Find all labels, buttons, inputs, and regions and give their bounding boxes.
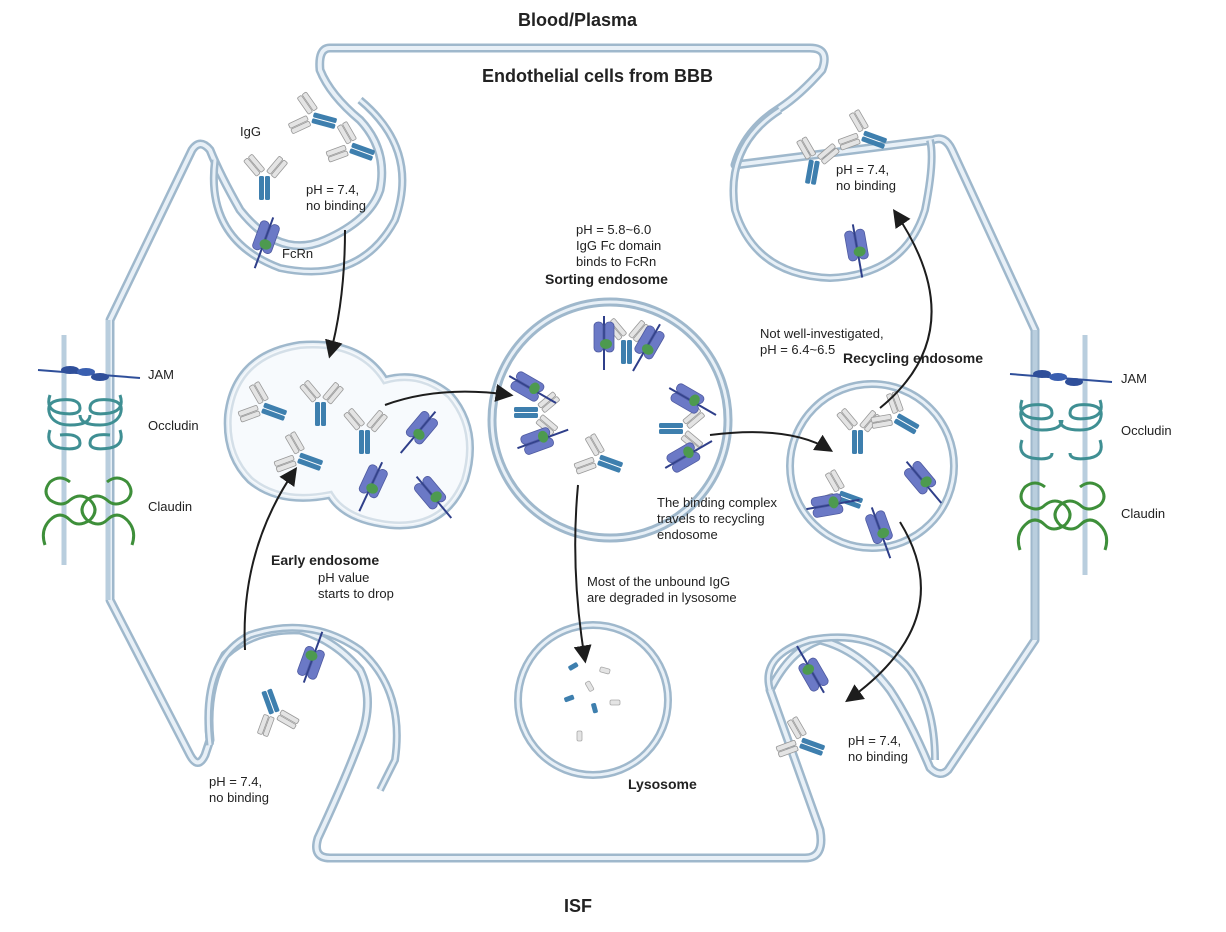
- jam-protein-left: [37, 366, 141, 381]
- label-sorting-note: pH = 5.8~6.0 IgG Fc domain binds to FcRn: [576, 222, 662, 269]
- pathway-arrows: [243, 209, 933, 703]
- label-fcrn: FcRn: [282, 246, 314, 261]
- arrow-bottom-to-early: [243, 467, 298, 651]
- title-endothelial-cells: Endothelial cells from BBB: [482, 66, 714, 86]
- arrow-recycling-to-top: [879, 209, 933, 409]
- occludin-protein-right: [1019, 399, 1103, 461]
- title-blood-plasma: Blood/Plasma: [518, 10, 638, 30]
- label-jam-right: JAM: [1121, 371, 1147, 386]
- arrow-early-to-sorting: [384, 384, 514, 406]
- title-isf: ISF: [564, 896, 593, 916]
- tight-junction-right: [1009, 330, 1113, 640]
- sorting-endosome-shape: [487, 297, 733, 543]
- label-travel-note: The binding complex travels to recycling…: [657, 495, 777, 542]
- arrow-to-early-endosome: [325, 229, 346, 359]
- lysosome-shape: [514, 621, 672, 779]
- label-recycling-endosome: Recycling endosome: [843, 350, 984, 366]
- label-ph-top-right: pH = 7.4, no binding: [836, 162, 896, 193]
- arrow-recycling-to-bottom: [845, 521, 922, 703]
- label-ph-top-left: pH = 7.4, no binding: [306, 182, 366, 213]
- claudin-protein-right: [1016, 481, 1109, 551]
- occludin-protein-left: [47, 394, 123, 451]
- label-claudin-left: Claudin: [148, 499, 193, 514]
- label-lysosome: Lysosome: [628, 776, 697, 792]
- label-claudin-right: Claudin: [1121, 506, 1166, 521]
- vesicle-bottom-left: [204, 623, 401, 792]
- arrow-sorting-to-recycling: [709, 431, 834, 452]
- label-ph-bottom-right: pH = 7.4, no binding: [848, 733, 908, 764]
- claudin-protein-left: [41, 476, 136, 546]
- arrow-sorting-to-lysosome: [573, 484, 592, 664]
- tight-junction-left: [37, 320, 141, 600]
- label-occludin-left: Occludin: [148, 418, 199, 433]
- label-occludin-right: Occludin: [1121, 423, 1172, 438]
- jam-protein-right: [1009, 370, 1113, 386]
- label-recycling-note: Not well-investigated, pH = 6.4~6.5: [760, 326, 884, 357]
- label-lysosome-note: Most of the unbound IgG are degraded in …: [587, 574, 737, 605]
- label-jam-left: JAM: [148, 367, 174, 382]
- degraded-igg-fragments: [564, 662, 621, 742]
- vesicle-bottom-right: [764, 633, 939, 761]
- label-early-endosome: Early endosome: [271, 552, 380, 568]
- label-igg: IgG: [240, 124, 261, 139]
- vesicle-top-right: [729, 106, 936, 283]
- label-ph-bottom-left: pH = 7.4, no binding: [209, 774, 269, 805]
- endothelial-cell-membrane: [105, 43, 1040, 863]
- label-early-endosome-note: pH value starts to drop: [318, 570, 394, 601]
- label-sorting-endosome: Sorting endosome: [545, 271, 668, 287]
